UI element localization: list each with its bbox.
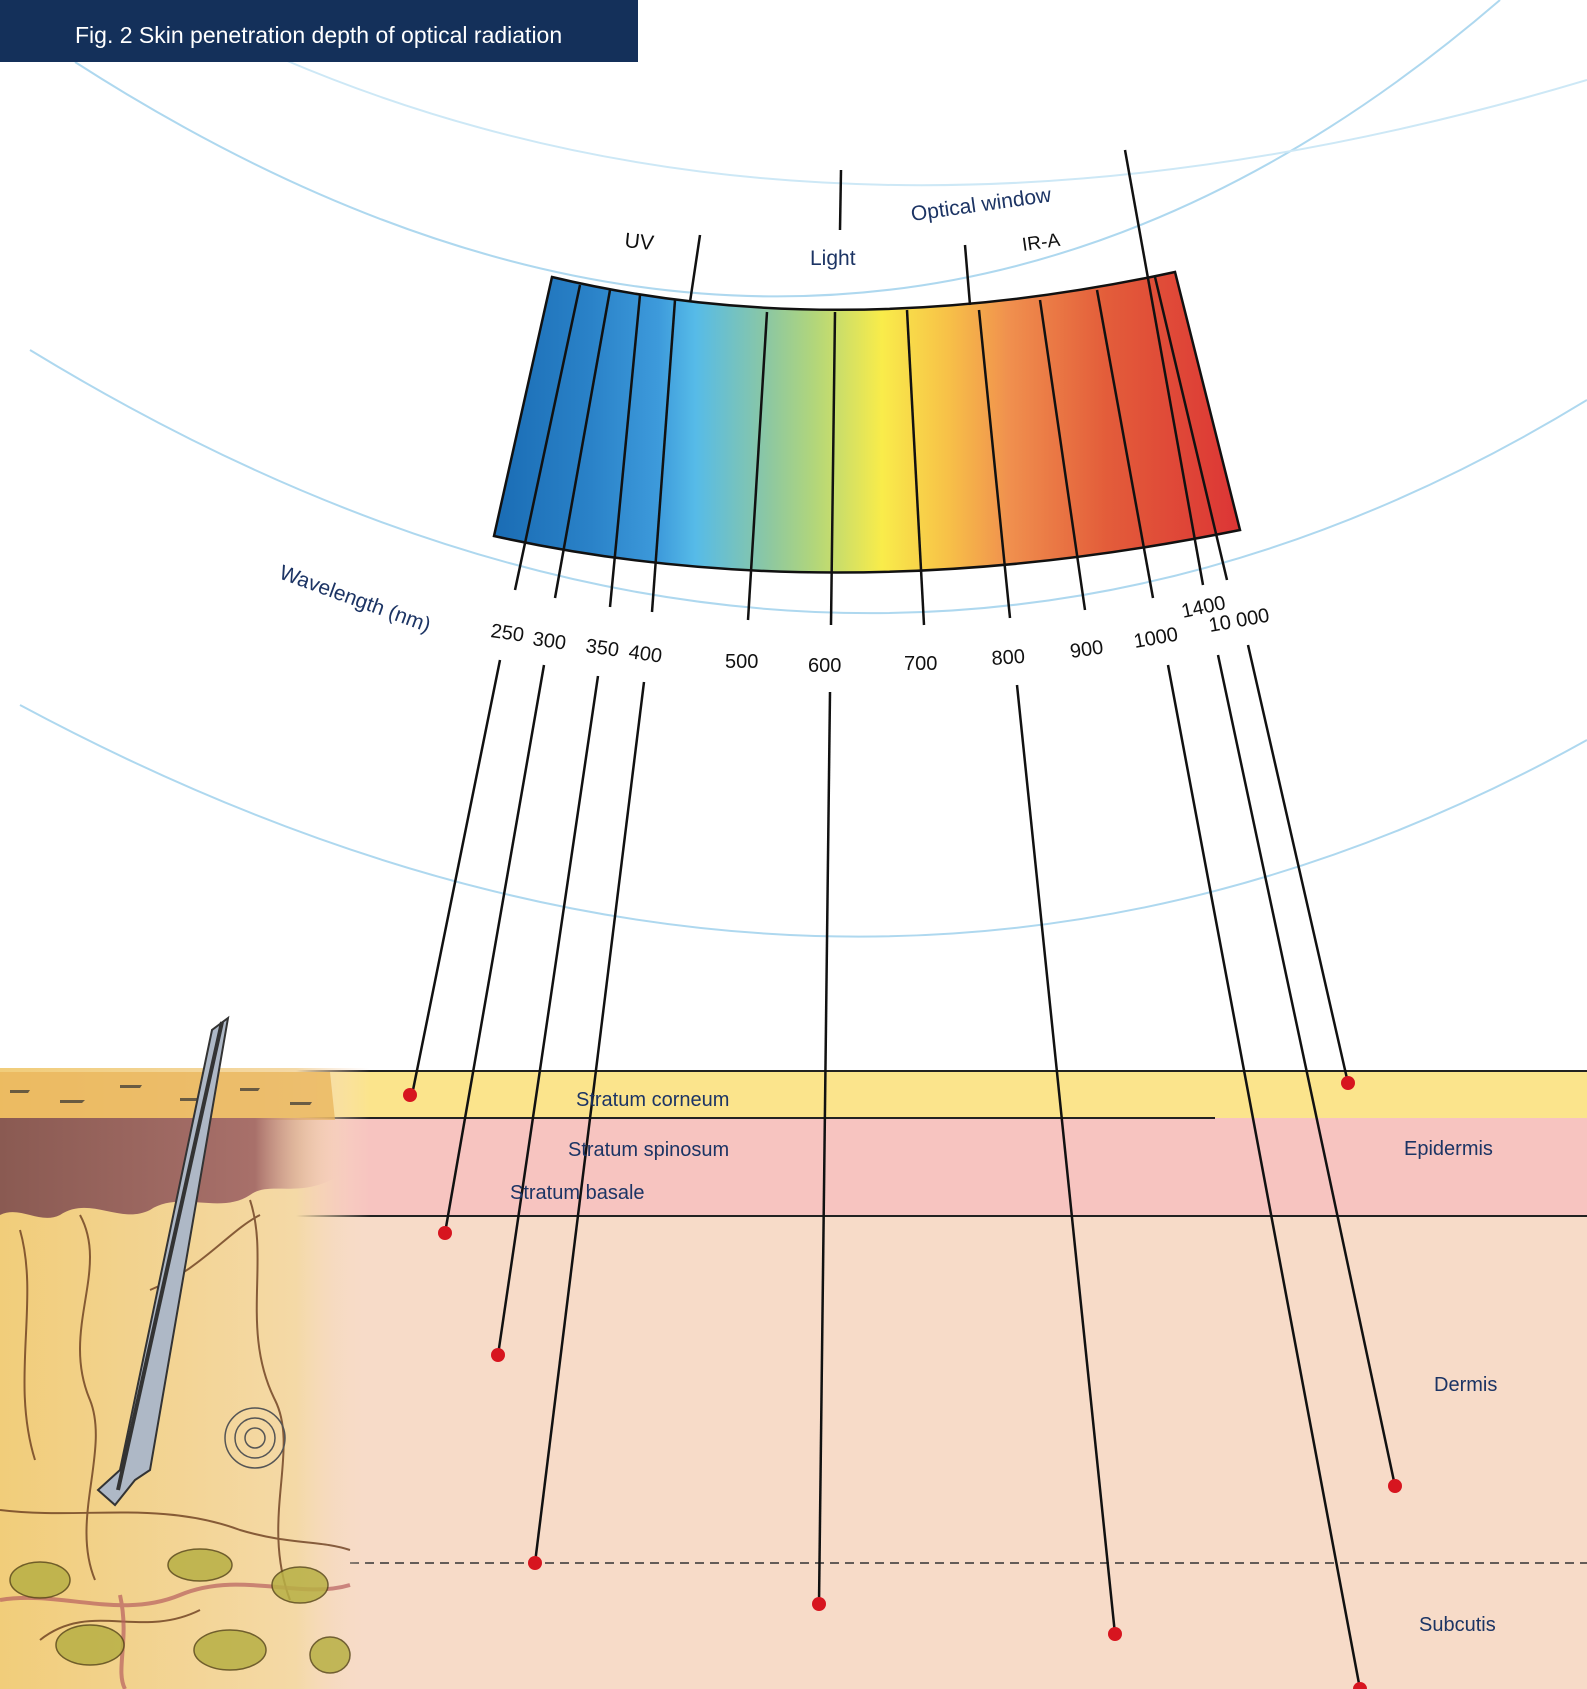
tick-wl-400: [650, 299, 677, 613]
label-wl-400: 400: [627, 641, 663, 667]
tick-wl-300: [553, 289, 612, 599]
tick-wl-1400: [1123, 149, 1205, 586]
label-wl-700: 700: [904, 653, 937, 675]
spectrum-fill: [492, 270, 1242, 574]
label-wl-600: 600: [808, 655, 841, 677]
tick-wl-250: [513, 284, 582, 591]
depth-marker-3: [491, 1348, 505, 1362]
ray-wl-600: [817, 691, 832, 1605]
figure-title: Fig. 2 Skin penetration depth of optical…: [75, 22, 563, 48]
label-wl-500: 500: [725, 651, 758, 673]
tick-wl-10000: [1153, 276, 1229, 581]
label-wl-350: 350: [584, 635, 620, 661]
tick-wl-700: [905, 309, 926, 626]
depth-marker-5: [812, 1597, 826, 1611]
ray-wl-1000: [1166, 664, 1362, 1689]
tick-wl-1000: [1095, 289, 1155, 599]
label-wl-900: 900: [1069, 637, 1105, 663]
label-wl-1000: 1000: [1132, 624, 1180, 653]
light-divider-line: [838, 169, 843, 231]
label-dermis: Dermis: [1434, 1374, 1497, 1396]
depth-markers: [403, 1076, 1402, 1689]
optical-window-divider-line: [963, 244, 972, 306]
ray-wl-400: [533, 681, 646, 1564]
label-subcutis: Subcutis: [1419, 1614, 1496, 1636]
depth-marker-7: [1353, 1682, 1367, 1689]
label-ir-a: IR-A: [1021, 230, 1062, 256]
ray-wl-1400: [1216, 654, 1397, 1487]
label-epidermis: Epidermis: [1404, 1138, 1493, 1160]
wavelength-rays: [410, 149, 1397, 1689]
depth-marker-9: [1341, 1076, 1355, 1090]
label-wl-250: 250: [489, 620, 525, 646]
depth-marker-6: [1108, 1627, 1122, 1641]
spectrum-band: [492, 270, 1242, 574]
label-wl-800: 800: [991, 646, 1026, 670]
tick-wl-800: [977, 309, 1012, 619]
ray-wl-10000: [1246, 644, 1350, 1084]
tick-wl-900: [1038, 299, 1087, 611]
depth-marker-2: [438, 1226, 452, 1240]
label-stratum-corneum: Stratum corneum: [576, 1089, 729, 1111]
ray-wl-300: [443, 664, 546, 1234]
label-wl-300: 300: [531, 628, 567, 654]
tick-wl-600: [829, 311, 837, 626]
figure-title-bar: Fig. 2 Skin penetration depth of optical…: [0, 0, 638, 62]
label-stratum-spinosum: Stratum spinosum: [568, 1139, 729, 1161]
uv-divider-line: [688, 234, 702, 303]
depth-marker-4: [528, 1556, 542, 1570]
ray-wl-350: [496, 675, 600, 1356]
label-light: Light: [810, 247, 856, 270]
depth-marker-8: [1388, 1479, 1402, 1493]
label-stratum-basale: Stratum basale: [510, 1182, 645, 1204]
tick-wl-500: [746, 311, 769, 621]
wavelength-axis-label: Wavelength (nm): [276, 561, 433, 637]
tick-wl-350: [608, 294, 642, 608]
label-uv: UV: [623, 229, 654, 255]
skin-cross-section-illustration: [0, 1015, 370, 1689]
ray-wl-800: [1015, 684, 1117, 1635]
label-optical-window: Optical window: [909, 183, 1053, 226]
depth-marker-1: [403, 1088, 417, 1102]
hair-shaft: [96, 1015, 230, 1507]
ray-wl-250: [410, 659, 502, 1096]
